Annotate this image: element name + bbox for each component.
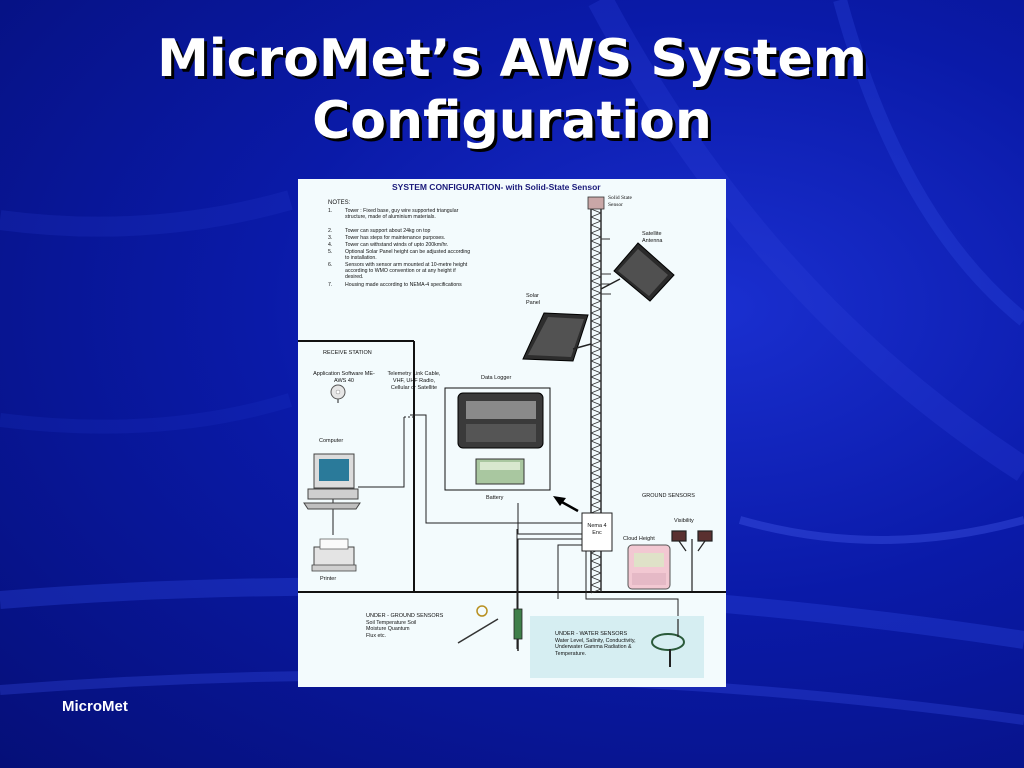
footer-brand: MicroMet	[62, 698, 128, 715]
data-logger-box	[444, 387, 551, 491]
label-computer: Computer	[319, 438, 344, 444]
system-configuration-diagram: SYSTEM CONFIGURATION- with Solid-State S…	[298, 179, 726, 687]
data-logger-icon	[457, 392, 544, 449]
satellite-antenna-icon	[600, 242, 675, 302]
label-solar-panel: Solar Panel	[526, 293, 541, 306]
diagram-artwork	[298, 196, 726, 678]
slide-title-line2: Configuration	[312, 91, 712, 151]
solar-panel-icon	[522, 312, 592, 362]
slide-title-line1: MicroMet’s AWS System	[157, 29, 867, 89]
slide-title: MicroMet’s AWS System Configuration	[0, 28, 1024, 152]
battery-icon	[475, 458, 525, 485]
cd-disc-icon	[330, 384, 346, 400]
underwater-area	[530, 616, 704, 678]
label-solid-state-sensor: Solid State Sensor	[608, 195, 632, 208]
underwater-sensor-icon	[651, 619, 685, 667]
notes-title: NOTES:	[328, 200, 351, 206]
label-telemetry-link: Telemetry Link Cable, VHF, UHF Radio, Ce…	[387, 371, 441, 391]
label-underwater-title: UNDER - WATER SENSORS	[555, 631, 628, 637]
label-ground-sensors: GROUND SENSORS	[642, 493, 695, 499]
printer-icon	[311, 538, 357, 572]
label-data-logger: Data Logger	[481, 375, 512, 381]
label-satellite-antenna: Satellite Antenna	[642, 231, 663, 244]
computer-icon	[303, 453, 361, 510]
label-printer: Printer	[320, 576, 337, 582]
label-application-software: Application Software ME-AWS 40	[313, 371, 375, 384]
label-battery: Battery	[486, 495, 504, 501]
solid-state-sensor-icon	[587, 196, 605, 210]
label-nema-enc: Nema 4 Enc	[587, 523, 607, 536]
underground-sensors-icon	[457, 605, 523, 651]
label-underground-list: Soil Temperature Soil Moisture Quantum F…	[366, 620, 417, 639]
arrow-to-data-logger	[553, 496, 579, 513]
diagram-heading: SYSTEM CONFIGURATION- with Solid-State S…	[392, 182, 601, 192]
label-receive-station: RECEIVE STATION	[323, 350, 372, 356]
label-visibility: Visibility	[674, 518, 694, 524]
cloud-height-sensor-icon	[627, 544, 671, 590]
label-underground-title: UNDER - GROUND SENSORS	[366, 613, 444, 619]
nema-4-enclosure	[581, 512, 613, 552]
label-underwater-list: Water Level, Salinity, Conductivity, Und…	[555, 638, 636, 657]
visibility-sensor-icon	[671, 530, 713, 591]
label-cloud-height: Cloud Height	[623, 536, 655, 542]
notes-list: 1.Tower : Fixed base, guy wire supported…	[328, 208, 471, 288]
